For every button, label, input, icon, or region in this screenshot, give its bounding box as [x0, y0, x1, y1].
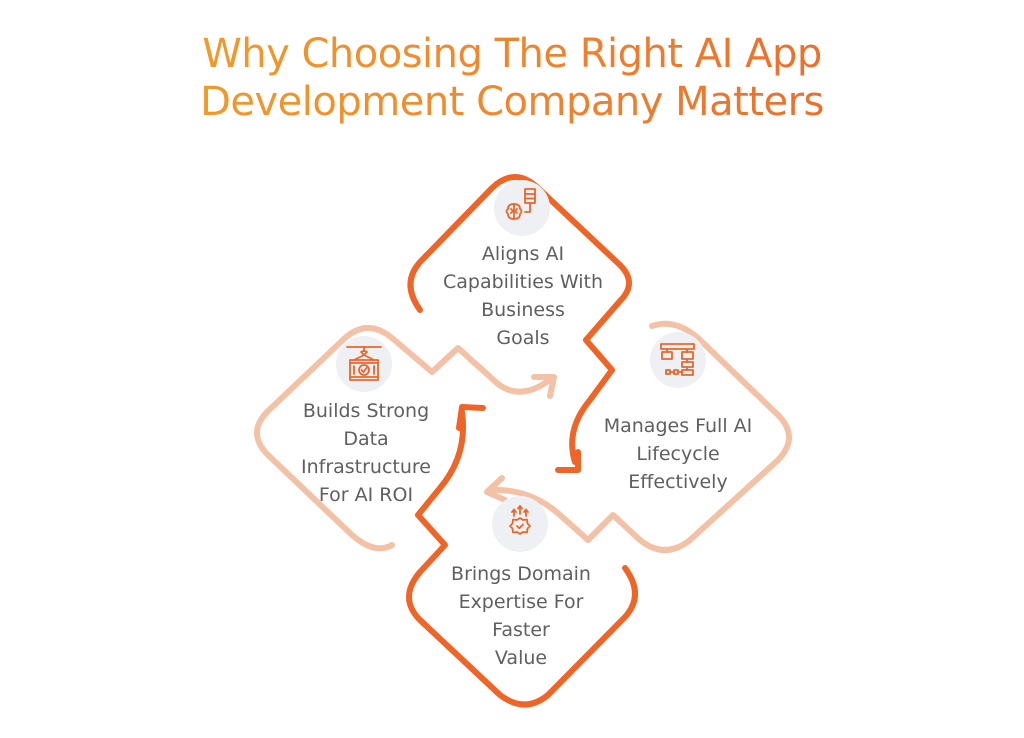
brain-database-icon — [505, 188, 536, 220]
left-item-label: Builds Strong Data Infrastructure For AI… — [300, 400, 431, 506]
top-cycle-path — [407, 174, 632, 465]
right-item-label: Manages Full AI Lifecycle Effectively — [603, 415, 753, 493]
bottom-icon-badge — [492, 496, 548, 552]
left-cycle-arrowhead — [531, 374, 557, 399]
left-cycle-path — [254, 325, 555, 552]
top-item-label: Aligns AI Capabilities With Business Goa… — [442, 243, 603, 349]
gear-check-growth-icon — [509, 505, 531, 535]
right-cycle-arrowhead — [484, 475, 508, 503]
top-icon-badge — [494, 180, 550, 236]
right-icon-badge — [650, 332, 706, 388]
right-cycle-path — [487, 320, 792, 553]
bottom-cycle-path — [406, 409, 638, 708]
bottom-item-label: Brings Domain Expertise For Faster Value — [451, 563, 591, 669]
bottom-cycle-arrowhead — [456, 404, 486, 431]
top-cycle-arrowhead — [555, 449, 581, 473]
crane-container-check-icon — [346, 346, 382, 381]
left-icon-badge — [336, 336, 392, 392]
flowchart-hierarchy-icon — [660, 343, 695, 376]
